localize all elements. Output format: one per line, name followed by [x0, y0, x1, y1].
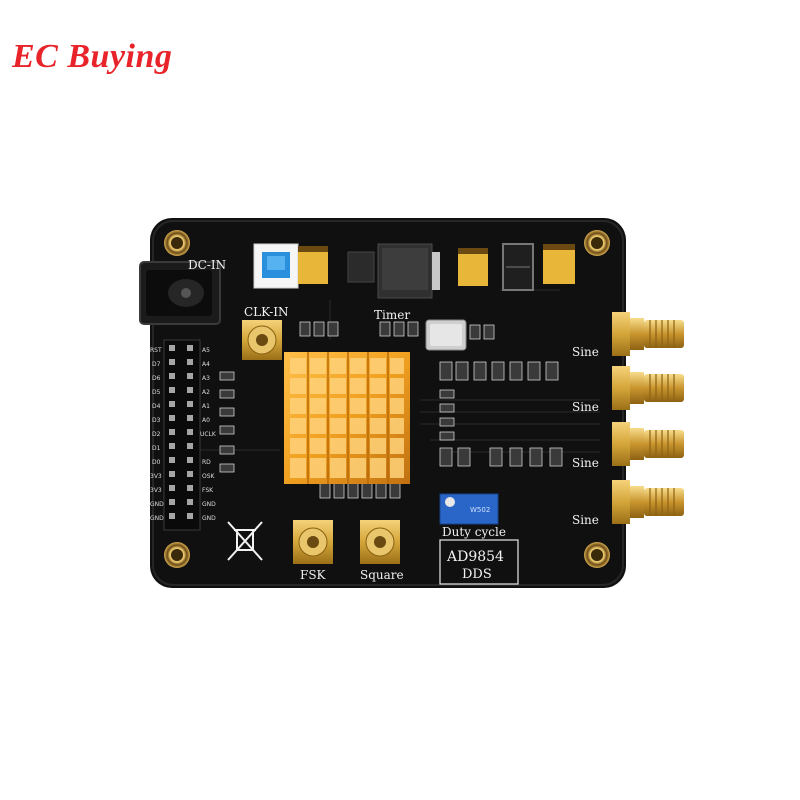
sine-label-1: Sine — [572, 345, 599, 359]
pin-label: D3 — [152, 417, 161, 424]
pin-label: FSK — [202, 487, 214, 494]
pin-label: 3V3 — [150, 487, 162, 494]
dc-in-label: DC-IN — [188, 258, 226, 272]
fsk-label: FSK — [300, 568, 327, 582]
dc-jack — [139, 261, 221, 325]
mounting-hole — [164, 230, 190, 256]
mounting-hole — [164, 542, 190, 568]
sma-connector-clk-in — [242, 320, 282, 360]
mounting-hole — [584, 542, 610, 568]
recycle-bin-icon — [227, 521, 263, 561]
sine-label-4: Sine — [572, 513, 599, 527]
clk-in-label: CLK-IN — [244, 305, 289, 319]
pin-label: D2 — [152, 431, 161, 438]
sma-connector-fsk — [293, 520, 333, 564]
sma-connector-square — [360, 520, 400, 564]
pin-label: D5 — [152, 389, 161, 396]
svg-text:W502: W502 — [470, 506, 490, 514]
voltage-regulator — [377, 243, 440, 299]
pin-label: D7 — [152, 361, 161, 368]
pin-label: 3V3 — [150, 473, 162, 480]
pin-label: D6 — [152, 375, 161, 382]
pin-label: GND — [202, 515, 216, 522]
pin-label: RST — [150, 347, 162, 354]
pin-label: GND — [150, 515, 164, 522]
timer-label: Timer — [374, 308, 410, 322]
pin-label: OSK — [202, 473, 216, 480]
chip-model-label: AD9854 — [446, 549, 504, 565]
tantalum-capacitor — [298, 246, 328, 284]
sma-connector-sine-3 — [612, 422, 684, 466]
mounting-hole — [584, 230, 610, 256]
pin-header — [163, 339, 201, 531]
sma-connector-sine-4 — [612, 480, 684, 524]
tantalum-capacitor — [458, 248, 488, 286]
dds-label: DDS — [462, 567, 492, 582]
sine-label-2: Sine — [572, 400, 599, 414]
power-switch — [253, 243, 299, 289]
square-label: Square — [360, 568, 404, 582]
heatsink — [284, 352, 410, 484]
pin-label: GND — [202, 501, 216, 508]
inductor — [502, 243, 534, 291]
chip-label-box — [439, 539, 519, 585]
pin-label: A5 — [202, 347, 210, 354]
voltage-regulator — [347, 251, 375, 283]
pin-label: A1 — [202, 403, 210, 410]
pin-label: GND — [150, 501, 164, 508]
pin-label: A2 — [202, 389, 210, 396]
pin-label: A4 — [202, 361, 210, 368]
brand-logo: EC Buying — [12, 38, 173, 75]
sma-connector-sine-2 — [612, 366, 684, 410]
pin-label: D4 — [152, 403, 161, 410]
pin-label: A0 — [202, 417, 210, 424]
crystal-oscillator — [425, 319, 467, 351]
pin-label: D0 — [152, 459, 161, 466]
sine-label-3: Sine — [572, 456, 599, 470]
pin-label: A3 — [202, 375, 210, 382]
sma-connector-sine-1 — [612, 312, 684, 356]
pin-label: D1 — [152, 445, 161, 452]
potentiometer: W502 — [439, 493, 499, 525]
tantalum-capacitor — [543, 244, 575, 284]
pin-label: UCLK — [200, 431, 217, 438]
duty-cycle-label: Duty cycle — [442, 525, 506, 539]
pin-label: RD — [202, 459, 211, 466]
